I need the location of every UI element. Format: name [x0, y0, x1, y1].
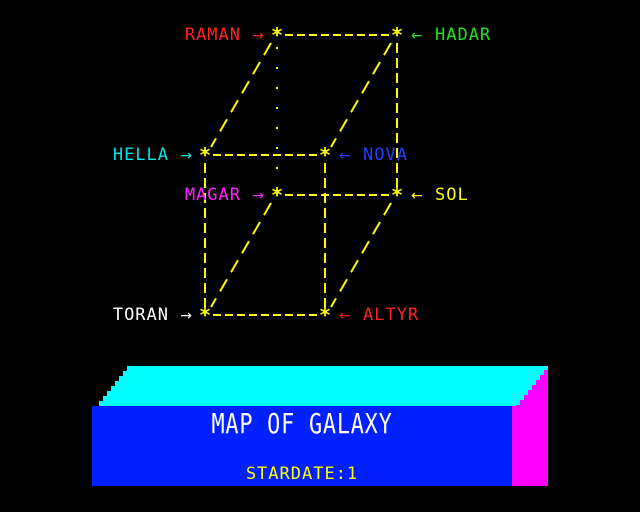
panel-top-step-2: [119, 376, 548, 381]
star-name-nova: NOVA: [362, 145, 408, 165]
arrow-right-icon: →: [252, 188, 265, 204]
star-name-hella: HELLA: [112, 145, 170, 165]
panel-top-step-3: [115, 381, 548, 386]
panel-top-step-4: [111, 386, 548, 391]
star-node-toran: *: [199, 303, 211, 327]
map-connections: [204, 34, 398, 316]
star-node-magar: *: [271, 183, 283, 207]
arrow-right-icon: →: [252, 28, 265, 44]
info-panel-shape: [92, 366, 548, 486]
panel-top-step-1: [123, 371, 548, 376]
arrow-right-icon: →: [180, 308, 193, 324]
star-label-sol: ← SOL: [411, 185, 469, 206]
star-node-hella: *: [199, 143, 211, 167]
panel-top-step-7: [99, 401, 548, 406]
star-label-raman: RAMAN →: [185, 25, 265, 46]
star-label-hella: HELLA →: [113, 145, 193, 166]
panel-top-step-6: [103, 396, 548, 401]
star-node-hadar: *: [391, 23, 403, 47]
arrow-right-icon: →: [180, 148, 193, 164]
star-label-toran: TORAN →: [113, 305, 193, 326]
star-label-magar: MAGAR →: [185, 185, 265, 206]
star-node-raman: *: [271, 23, 283, 47]
panel-side: [512, 406, 548, 486]
star-name-sol: SOL: [434, 185, 469, 205]
arrow-left-icon: ←: [339, 308, 352, 324]
arrow-left-icon: ←: [411, 28, 424, 44]
star-name-magar: MAGAR: [184, 185, 242, 205]
panel-top-step-5: [107, 391, 548, 396]
star-node-nova: *: [319, 143, 331, 167]
star-node-sol: *: [391, 183, 403, 207]
stardate-readout: STARDATE:1: [245, 464, 359, 484]
panel-front: [92, 406, 512, 486]
star-name-raman: RAMAN: [184, 25, 242, 45]
star-name-toran: TORAN: [112, 305, 170, 325]
star-name-hadar: HADAR: [434, 25, 492, 45]
star-label-altyr: ← ALTYR: [339, 305, 419, 326]
star-label-nova: ← NOVA: [339, 145, 408, 166]
map-star-nodes: * * * * * * * *: [199, 23, 403, 327]
star-name-altyr: ALTYR: [362, 305, 420, 325]
link-magar-toran: [210, 202, 272, 308]
star-node-altyr: *: [319, 303, 331, 327]
star-label-hadar: ← HADAR: [411, 25, 491, 46]
panel-top-step-0: [127, 366, 548, 371]
link-hadar-nova: [330, 42, 392, 148]
arrow-left-icon: ←: [411, 188, 424, 204]
arrow-left-icon: ←: [339, 148, 352, 164]
link-raman-hella: [210, 42, 272, 148]
link-sol-altyr: [330, 202, 392, 308]
map-title: MAP OF GALAXY: [211, 407, 393, 440]
